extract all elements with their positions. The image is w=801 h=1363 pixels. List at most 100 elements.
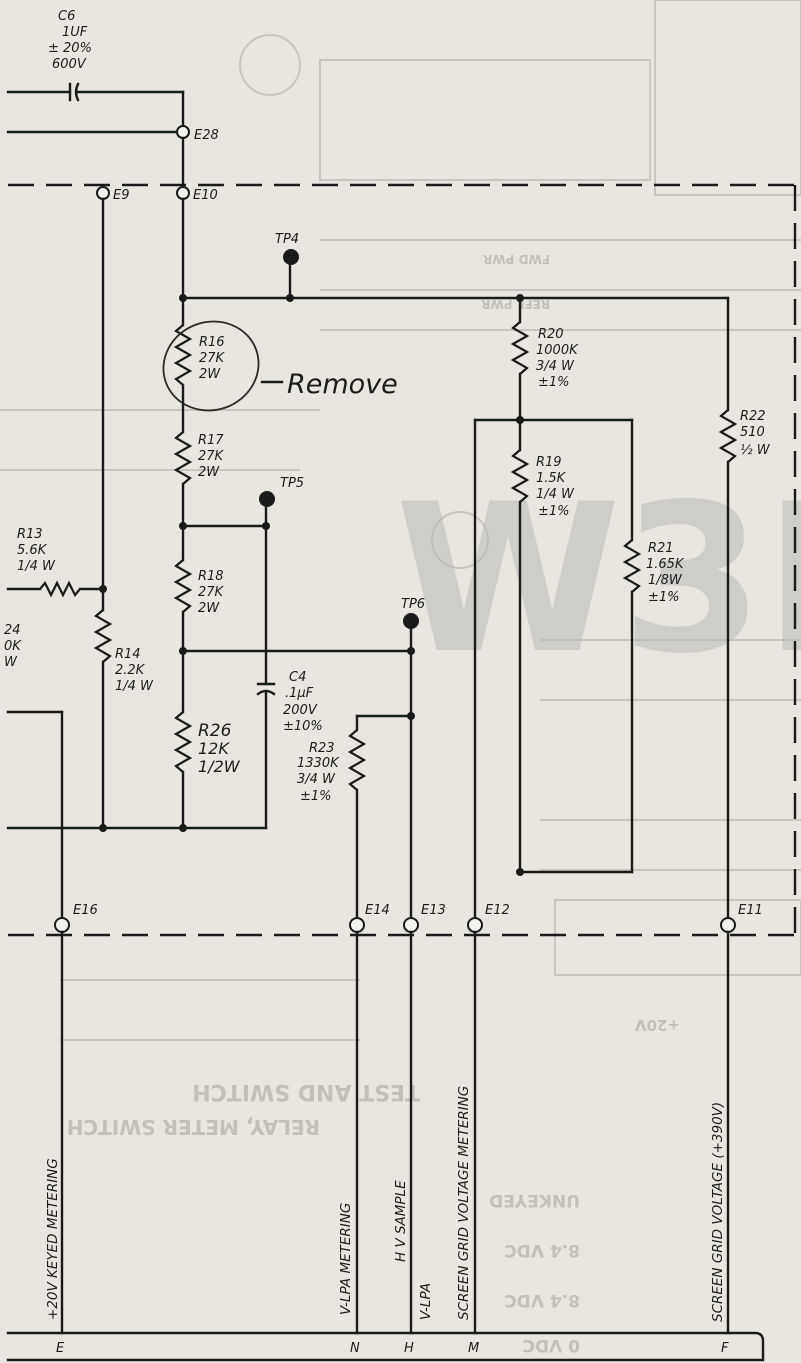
pin-n: N — [350, 1341, 360, 1356]
pin-e: E — [56, 1341, 65, 1356]
tp4-label: TP4 — [275, 232, 299, 247]
signal-screen-grid-voltage: SCREEN GRID VOLTAGE (+390V) — [710, 1102, 726, 1322]
r26-value: 12K — [198, 739, 230, 758]
r14-value: 2.2K — [115, 663, 146, 678]
signal-keyed-metering: +20V KEYED METERING — [45, 1158, 61, 1320]
r23-ref: R23 — [309, 741, 335, 756]
bleed-title-2: RELAY, METER SWITCH — [67, 1115, 320, 1139]
bleed-col-1: UNKEYED — [489, 1190, 580, 1210]
r24-value: 0K — [4, 639, 22, 654]
r20-power: 3/4 W — [536, 359, 575, 374]
terminal-e14: E14 — [349, 903, 390, 933]
bleed-val-2: 8.4 VDC — [504, 1290, 580, 1310]
r22-power: ½ W — [740, 443, 771, 458]
signal-screen-grid-metering: SCREEN GRID VOLTAGE METERING — [456, 1086, 472, 1320]
resistor-r16: R16 27K 2W Remove — [162, 320, 398, 412]
bleed-title-1: TEST AND SWITCH — [192, 1079, 420, 1104]
resistor-r24-partial: 24 0K W — [4, 623, 22, 670]
tp5-label: TP5 — [280, 476, 304, 491]
e12-label: E12 — [485, 903, 510, 918]
r18-power: 2W — [198, 601, 220, 616]
r19-tolerance: ±1% — [538, 504, 570, 519]
resistor-r19: R19 1.5K 1/4 W ±1% — [510, 449, 575, 519]
e14-label: E14 — [365, 903, 390, 918]
r13-power: 1/4 W — [17, 559, 56, 574]
terminal-e10: E10 — [176, 186, 218, 203]
r21-tolerance: ±1% — [648, 590, 680, 605]
r23-power: 3/4 W — [297, 772, 336, 787]
r20-value: 1000K — [536, 343, 579, 358]
test-point-tp6: TP6 — [401, 597, 425, 653]
e16-label: E16 — [73, 903, 98, 918]
pin-m: M — [468, 1341, 479, 1356]
test-point-tp4: TP4 — [275, 232, 299, 300]
r16-ref: R16 — [199, 335, 225, 350]
r17-power: 2W — [198, 465, 220, 480]
r18-ref: R18 — [198, 569, 224, 584]
resistor-r23: R23 1330K 3/4 W ±1% — [297, 729, 367, 804]
r19-power: 1/4 W — [536, 487, 575, 502]
e13-label: E13 — [421, 903, 446, 918]
r22-value: 510 — [740, 425, 765, 440]
resistor-r13: R13 5.6K 1/4 W — [6, 527, 105, 598]
r17-value: 27K — [198, 449, 225, 464]
capacitor-c6: C6 1UF ± 20% 600V — [6, 9, 185, 134]
r22-ref: R22 — [740, 409, 766, 424]
r26-power: 1/2W — [198, 757, 241, 776]
r19-ref: R19 — [536, 455, 562, 470]
r14-ref: R14 — [115, 647, 141, 662]
r23-tolerance: ±1% — [300, 789, 332, 804]
r19-value: 1.5K — [536, 471, 567, 486]
c6-ref: C6 — [58, 9, 75, 24]
e10-label: E10 — [193, 188, 218, 203]
r13-value: 5.6K — [17, 543, 48, 558]
remove-circle — [162, 320, 260, 412]
signal-vlpa: V-LPA — [418, 1283, 434, 1320]
r16-power: 2W — [199, 367, 221, 382]
bleed-val-3: 0 VDC — [523, 1335, 581, 1355]
r13-ref: R13 — [17, 527, 43, 542]
r21-power: 1/8W — [648, 573, 683, 588]
board-outline — [8, 183, 797, 937]
r17-ref: R17 — [198, 433, 224, 448]
terminal-e13: E13 — [403, 903, 446, 933]
r26-ref: R26 — [198, 721, 232, 741]
watermark: W3F — [395, 461, 801, 699]
signal-hv-sample: H V SAMPLE — [393, 1180, 409, 1262]
r21-ref: R21 — [648, 541, 674, 556]
resistor-r21: R21 1.65K 1/8W ±1% — [622, 539, 685, 605]
resistor-r22: R22 510 ½ W — [718, 409, 771, 463]
bleed-misc-2: REFL PWR — [481, 297, 550, 311]
pin-h: H — [404, 1341, 414, 1356]
e9-label: E9 — [113, 188, 130, 203]
tp6-label: TP6 — [401, 597, 425, 612]
connector-strip: E N H M F — [6, 1331, 765, 1362]
resistor-r26: R26 12K 1/2W — [173, 711, 241, 776]
pin-f: F — [721, 1341, 729, 1356]
signal-vlpa-metering: V-LPA METERING — [338, 1203, 354, 1315]
c4-tolerance: ±10% — [283, 719, 323, 734]
r21-value: 1.65K — [646, 557, 685, 572]
e28-label: E28 — [194, 128, 219, 143]
resistor-r18: R18 27K 2W — [173, 559, 225, 616]
terminal-e11: E11 — [720, 903, 763, 933]
remove-annotation: Remove — [287, 369, 398, 400]
test-point-tp5: TP5 — [259, 476, 304, 528]
c4-voltage: 200V — [283, 703, 318, 718]
c4-value: .1µF — [285, 686, 314, 701]
c6-tolerance: ± 20% — [48, 41, 92, 56]
r16-value: 27K — [199, 351, 226, 366]
r24-ref: 24 — [4, 623, 21, 638]
c4-ref: C4 — [289, 670, 306, 685]
resistor-r17: R17 27K 2W — [173, 431, 225, 485]
bleed-misc-1: FWD PWR — [483, 252, 550, 266]
capacitor-c4: C4 .1µF 200V ±10% — [256, 670, 323, 734]
bleed-val-1: 8.4 VDC — [504, 1240, 580, 1260]
c6-value: 1UF — [62, 25, 88, 40]
r24-power: W — [4, 655, 18, 670]
resistor-r20: R20 1000K 3/4 W ±1% — [510, 321, 579, 390]
r18-value: 27K — [198, 585, 225, 600]
e11-label: E11 — [738, 903, 763, 918]
